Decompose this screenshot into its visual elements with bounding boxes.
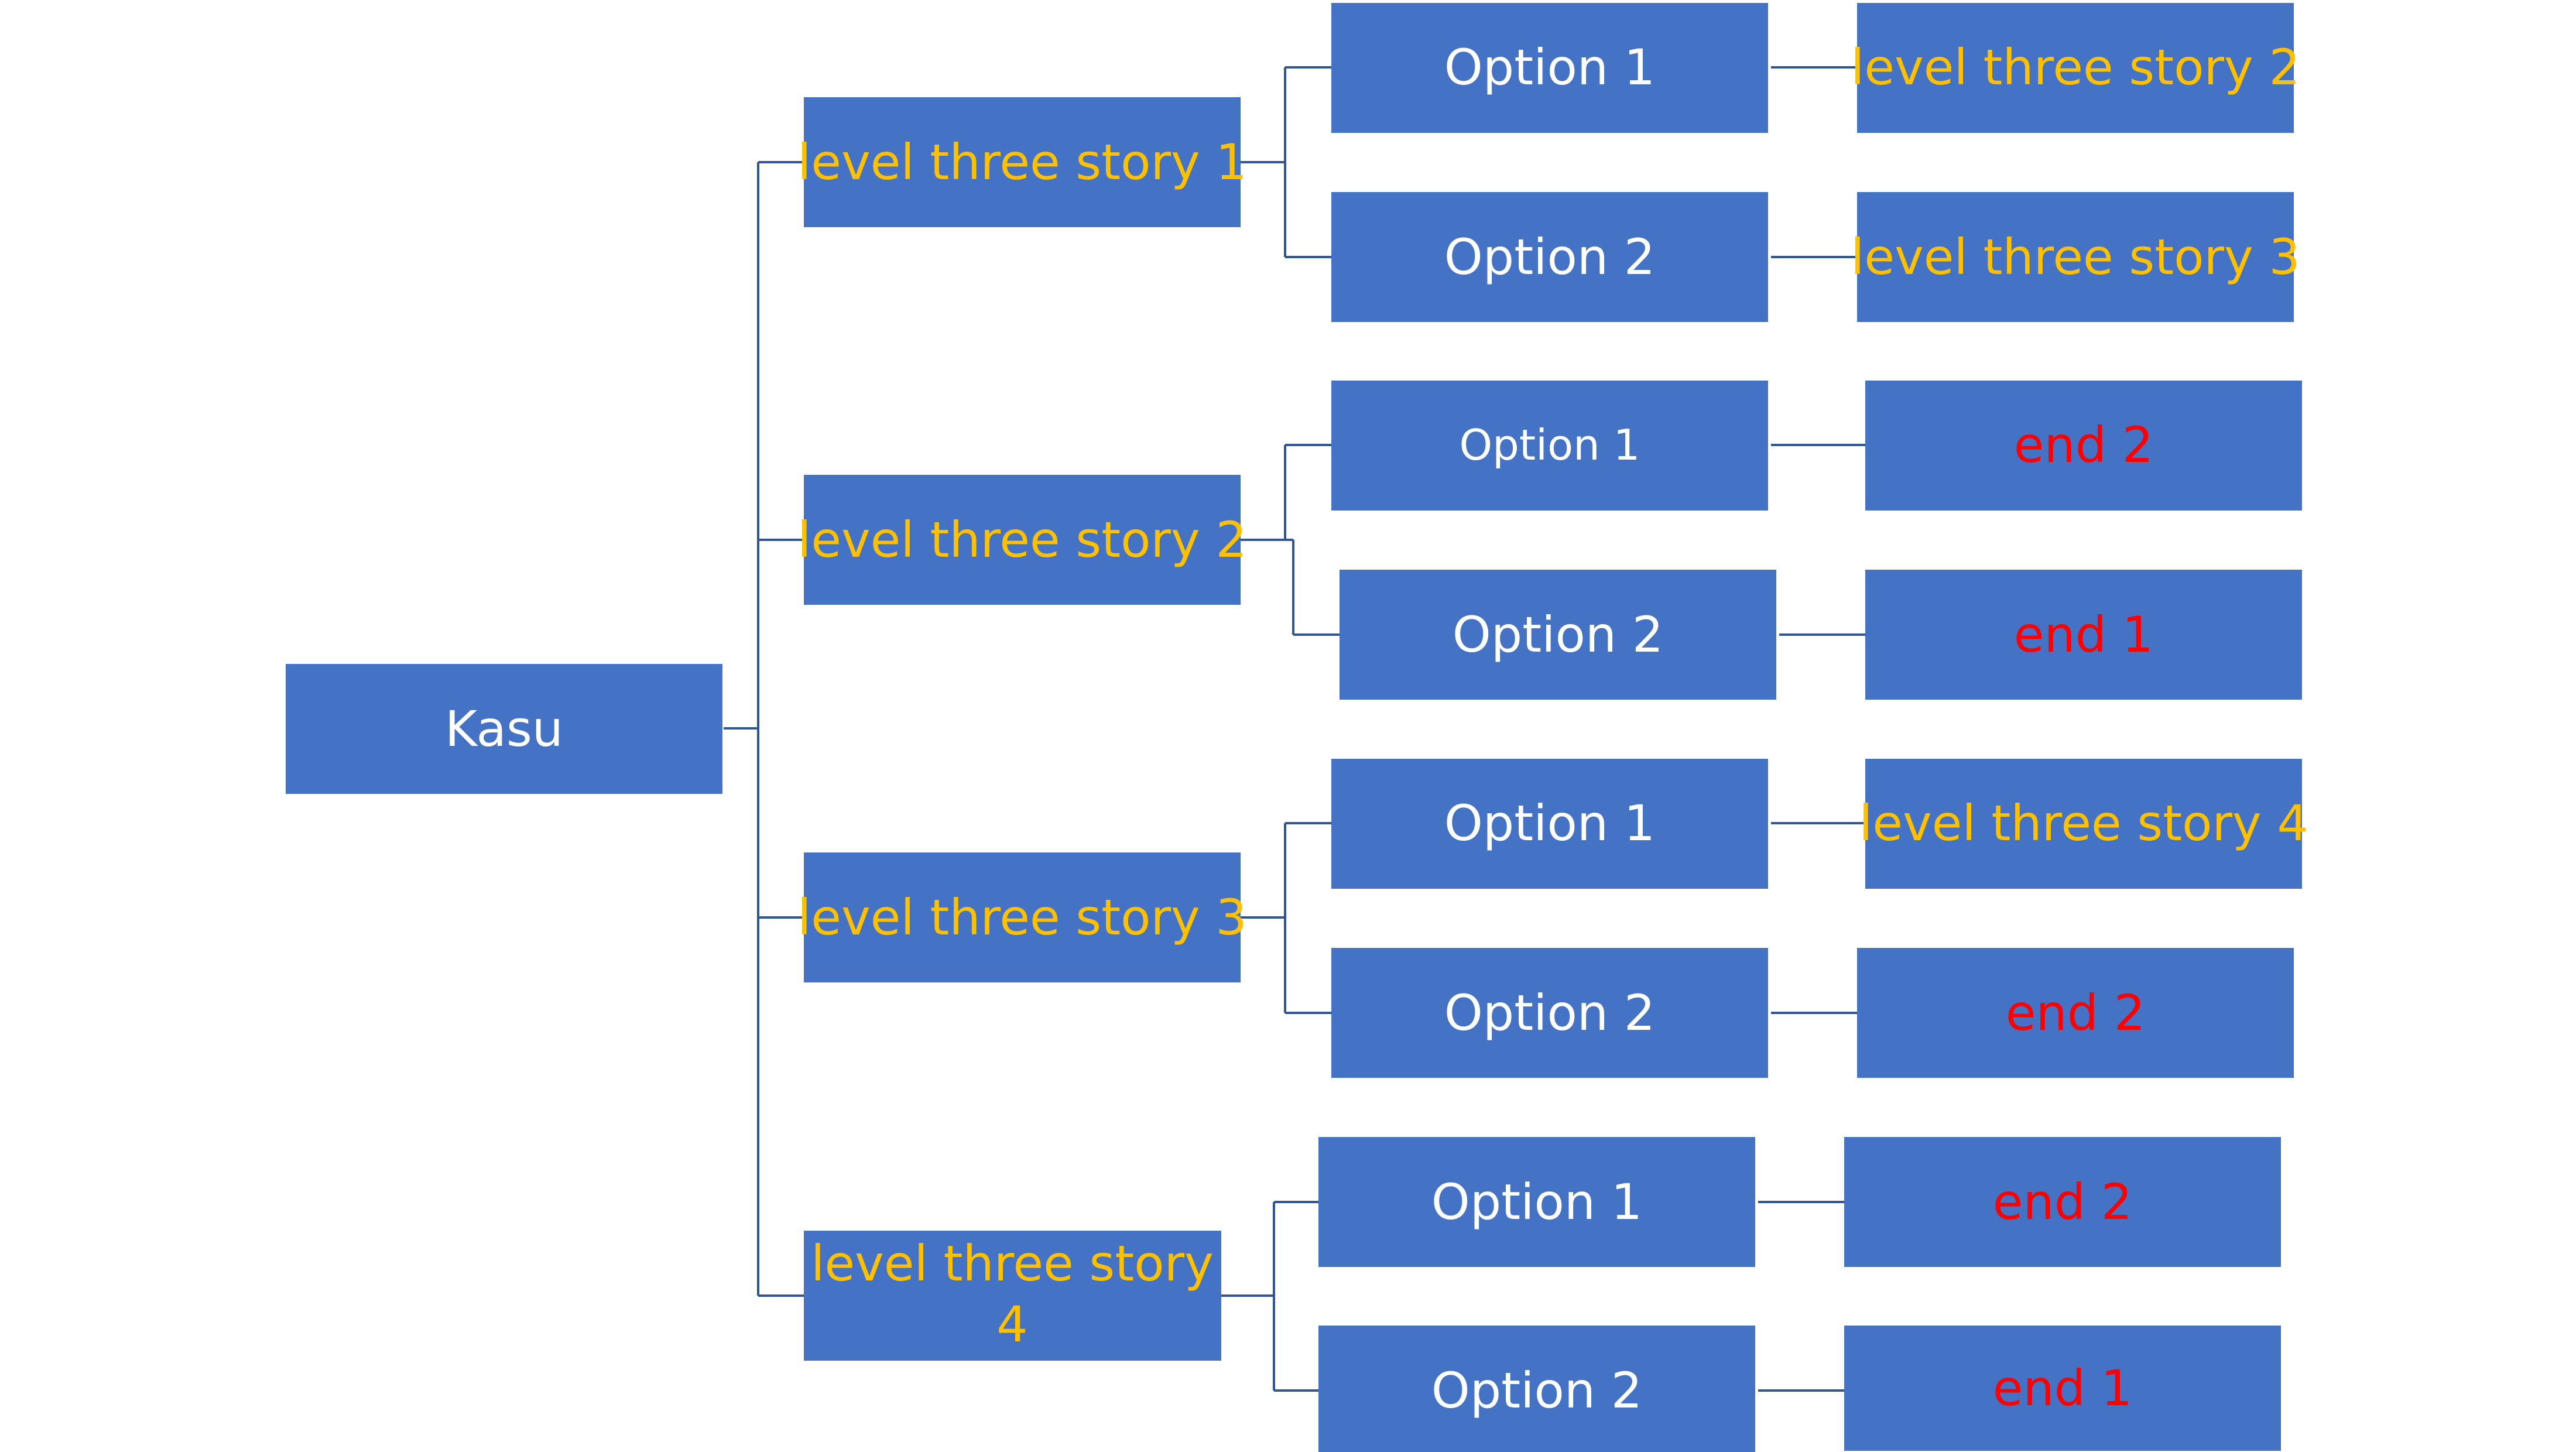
- story-2-outcome-2[interactable]: end 1: [1865, 570, 2302, 700]
- story-node-4[interactable]: level three story 4: [804, 1231, 1221, 1361]
- story-4-option-1[interactable]: Option 1: [1318, 1137, 1755, 1267]
- story-4-outcome-2[interactable]: end 1: [1844, 1326, 2281, 1451]
- story-1-option-2[interactable]: Option 2: [1331, 192, 1768, 322]
- story-node-label-line-1: level three story: [811, 1235, 1214, 1292]
- outcome-label: end 2: [1993, 1173, 2132, 1231]
- option-label: Option 2: [1444, 228, 1656, 286]
- outcome-label: end 1: [2014, 606, 2153, 663]
- option-label: Option 1: [1444, 795, 1656, 852]
- story-3-outcome-1[interactable]: level three story 4: [1859, 759, 2308, 889]
- option-label: Option 1: [1460, 420, 1640, 470]
- root-node-label: Kasu: [445, 700, 563, 758]
- story-1-option-1[interactable]: Option 1: [1331, 3, 1768, 133]
- story-2-connectors: [1241, 444, 1865, 636]
- option-label: Option 2: [1431, 1362, 1643, 1419]
- story-3-option-1[interactable]: Option 1: [1331, 759, 1768, 889]
- story-node-1[interactable]: level three story 1: [797, 97, 1247, 227]
- option-label: Option 2: [1444, 984, 1656, 1042]
- option-label: Option 2: [1453, 606, 1664, 663]
- outcome-label: level three story 2: [1851, 39, 2300, 96]
- story-2-outcome-1[interactable]: end 2: [1865, 381, 2302, 511]
- story-1-connectors: [1241, 66, 1857, 258]
- story-1-outcome-1[interactable]: level three story 2: [1851, 3, 2300, 133]
- root-node-kasu[interactable]: Kasu: [286, 664, 722, 794]
- option-label: Option 1: [1444, 39, 1656, 96]
- outcome-label: end 1: [1993, 1359, 2132, 1417]
- story-node-label: level three story 3: [797, 889, 1247, 946]
- story-4-option-2[interactable]: Option 2: [1318, 1326, 1755, 1452]
- story-4-connectors: [1221, 1201, 1844, 1392]
- outcome-label: end 2: [2014, 416, 2153, 474]
- story-1-outcome-2[interactable]: level three story 3: [1851, 192, 2300, 322]
- outcome-label: level three story 4: [1859, 795, 2308, 852]
- story-2-option-2[interactable]: Option 2: [1340, 570, 1776, 700]
- story-3-outcome-2[interactable]: end 2: [1857, 948, 2294, 1078]
- outcome-label: end 2: [2006, 984, 2145, 1042]
- root-connectors: [724, 161, 804, 1297]
- option-label: Option 1: [1431, 1173, 1643, 1231]
- story-3-connectors: [1241, 822, 1865, 1014]
- outcome-label: level three story 3: [1851, 228, 2300, 286]
- story-node-label-line-2: 4: [996, 1296, 1027, 1353]
- story-node-2[interactable]: level three story 2: [797, 475, 1247, 605]
- story-2-option-1[interactable]: Option 1: [1331, 381, 1768, 511]
- story-node-3[interactable]: level three story 3: [797, 852, 1247, 982]
- story-3-option-2[interactable]: Option 2: [1331, 948, 1768, 1078]
- story-node-label: level three story 1: [797, 133, 1247, 191]
- story-4-outcome-1[interactable]: end 2: [1844, 1137, 2281, 1267]
- story-node-label: level three story 2: [797, 511, 1247, 569]
